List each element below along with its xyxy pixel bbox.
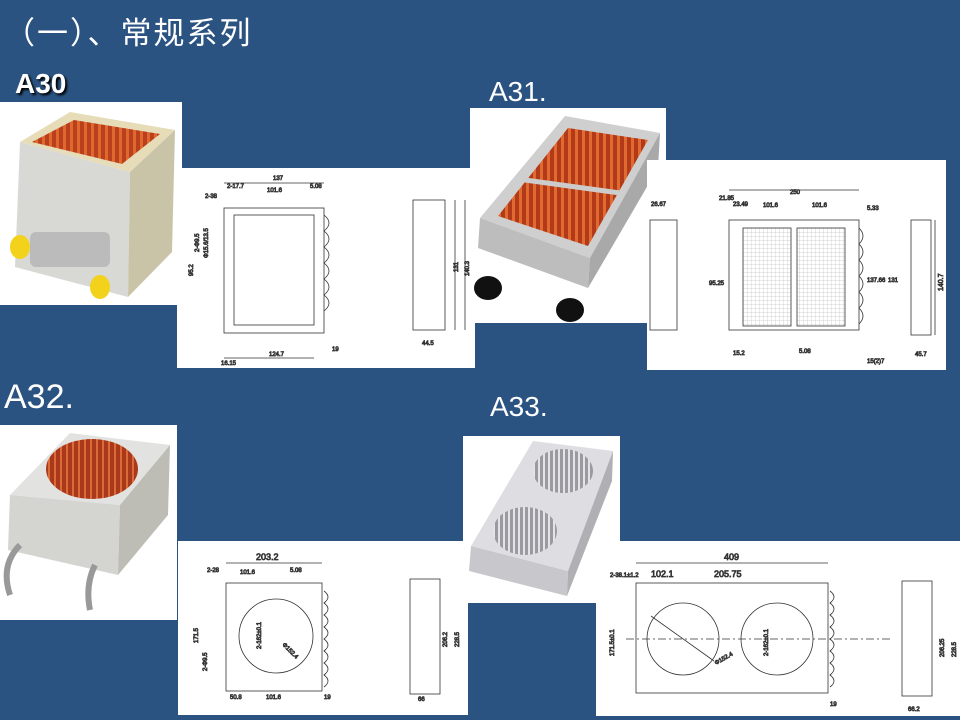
dim-pitch: 101.6 — [240, 570, 256, 576]
dim-height: 171.5±0.1 — [610, 629, 616, 656]
dim-pitch-2: 205.75 — [714, 569, 742, 579]
product-photo-a33 — [463, 436, 620, 603]
dim-pitch-1: 101.6 — [763, 203, 779, 209]
drawing-a30: 137 2-17.7 101.6 5.08 2-38 95.2 2-Φ9.5 Φ… — [177, 168, 475, 368]
dim-side-height: 206.2 — [443, 631, 449, 647]
dim-tube-length: 2-28 — [207, 568, 220, 574]
dim-edge: 5.33 — [867, 206, 879, 212]
dim-tube-diameter: 2-Φ9.5 — [203, 652, 209, 671]
dim-depth: 66 — [418, 697, 425, 703]
dim-overall-width: 409 — [724, 552, 739, 562]
dim-side-height-2: 228.5 — [952, 641, 958, 657]
dim-bend: 19 — [332, 347, 339, 353]
dim-tube: 26.67 — [651, 202, 667, 208]
dim-edge: 5.08 — [310, 184, 322, 190]
model-label-a30: A30 — [15, 68, 67, 99]
dim-side-height: 206.25 — [940, 638, 946, 657]
product-photo-a32 — [0, 425, 177, 620]
dim-depth: 44.5 — [422, 341, 434, 347]
dim-edge: 5.08 — [290, 568, 302, 574]
dim-height: 95.2 — [189, 264, 195, 276]
dim-height: 171.5 — [194, 627, 200, 643]
drawing-a31: 250 21.85 23.49 101.6 101.6 5.33 26.67 9… — [647, 160, 946, 370]
dim-bottom: 124.7 — [269, 352, 285, 358]
dim-tube-diameter: 2-Φ9.5 — [195, 233, 201, 252]
dim-depth: 66.2 — [908, 707, 920, 713]
dim-overall-width: 203.2 — [256, 552, 279, 562]
model-label-a33: A33. — [490, 391, 548, 422]
dim-tube-length: 2-38 — [205, 194, 218, 200]
product-photo-a31 — [470, 108, 666, 323]
dim-left: 50.8 — [230, 695, 242, 701]
dim-overall-width: 250 — [790, 190, 801, 196]
dim-tube-length: 2-38.1±1.2 — [610, 573, 639, 579]
dim-pitch-2: 101.6 — [812, 203, 828, 209]
slide-title: （一）、常规系列 — [4, 16, 253, 52]
dim-pitch: 102.1 — [651, 569, 674, 579]
dim-bend: 19 — [830, 702, 837, 708]
dim-pitch-2: 101.6 — [266, 695, 282, 701]
dim-side-height-2: 228.5 — [455, 631, 461, 647]
dim-side-height-2: 140.3 — [465, 260, 471, 276]
dim-depth: 45.7 — [915, 352, 927, 358]
dim-tube-diameter-2: Φ15.6/13.5 — [204, 228, 210, 258]
dim-slot: 5.08 — [799, 349, 811, 355]
dim-slot: 2-17.7 — [227, 184, 245, 190]
dim-side-height: 131 — [454, 261, 460, 272]
dim-fin-height: 137.66 — [867, 278, 886, 284]
dim-hole: 2-162±0.1 — [764, 628, 770, 656]
dim-offset: 16.15 — [221, 361, 237, 367]
dim-fan-diameter: Φ152.4 — [714, 651, 735, 666]
dim-offset-1: 21.85 — [719, 196, 735, 202]
dim-side-height: 131 — [888, 278, 899, 284]
dim-hole: 2-162±0.1 — [257, 621, 263, 649]
dim-bend: 19 — [324, 695, 331, 701]
dim-offset-2: 23.49 — [733, 202, 749, 208]
model-label-a31: A31. — [489, 76, 547, 107]
dim-pitch: 101.6 — [267, 188, 283, 194]
dim-left: 15.2 — [733, 351, 745, 357]
model-label-a32: A32. — [4, 378, 74, 416]
product-photo-a30 — [0, 102, 182, 305]
drawing-a32: 203.2 2-28 101.6 5.08 171.5 2-Φ9.5 2-162… — [178, 541, 468, 715]
dim-overall-width: 137 — [273, 176, 284, 182]
dim-bend: 15(2)7 — [867, 359, 885, 365]
dim-fan-diameter: Φ152.4 — [281, 642, 300, 661]
drawing-a33: 409 2-38.1±1.2 102.1 205.75 171.5±0.1 2-… — [596, 541, 960, 716]
dim-height: 95.25 — [709, 281, 725, 287]
dim-side-height-2: 140.7 — [938, 273, 945, 291]
